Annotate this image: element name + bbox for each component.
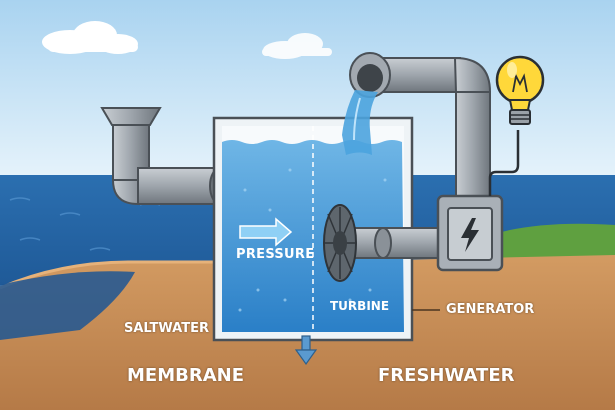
outlet-pipe	[349, 52, 492, 203]
cloud	[262, 33, 332, 59]
membrane-label: MEMBRANE	[127, 365, 244, 386]
light-bulb-icon	[495, 55, 545, 125]
water-stream	[342, 90, 378, 155]
grass-hill	[490, 223, 615, 265]
arrow-down-icon	[294, 335, 318, 366]
pressure-label: PRESSURE	[236, 247, 315, 262]
cloud	[42, 21, 138, 54]
turbine-label: TURBINE	[330, 299, 390, 313]
lightning-bolt-icon	[461, 218, 479, 252]
wire	[488, 130, 520, 196]
turbine	[323, 204, 357, 282]
generator-label: GENERATOR	[446, 302, 535, 317]
saltwater-label: SALTWATER	[124, 321, 209, 336]
turbine-shaft	[339, 227, 447, 259]
arrow-right-icon	[239, 217, 293, 247]
freshwater-label: FRESHWATER	[378, 365, 515, 386]
